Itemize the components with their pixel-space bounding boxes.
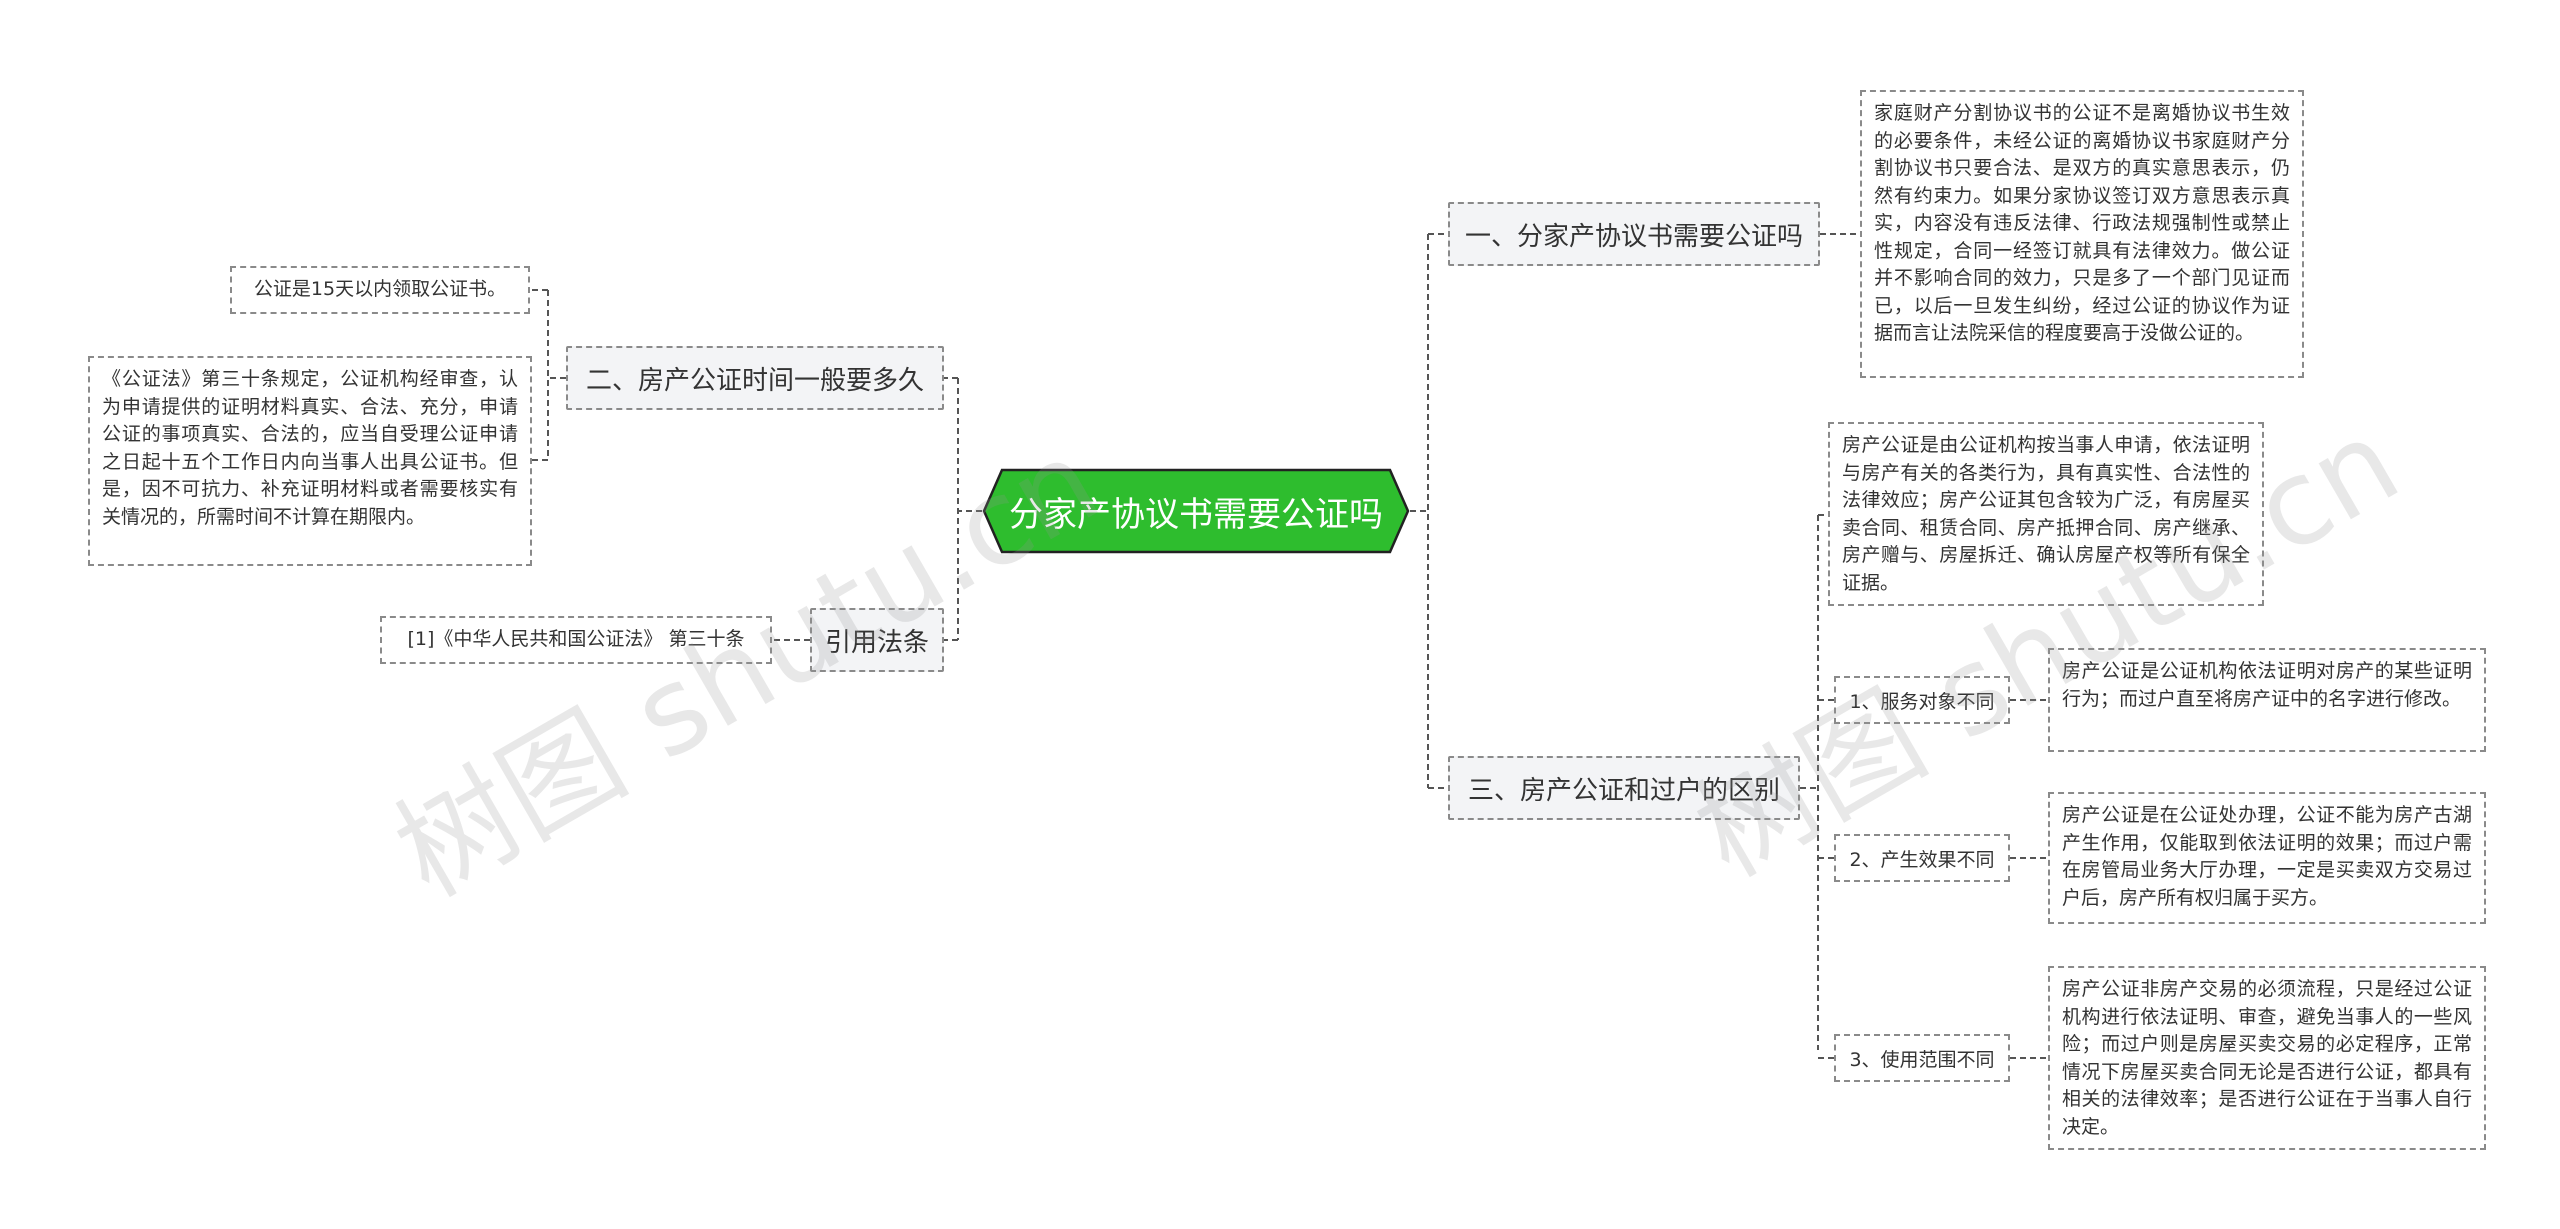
central-topic[interactable]: 分家产协议书需要公证吗 — [982, 468, 1410, 554]
leaf-scope-detail[interactable]: 房产公证非房产交易的必须流程，只是经过公证机构进行依法证明、审查，避免当事人的一… — [2048, 966, 2486, 1150]
leaf-duration-15-days[interactable]: 公证是15天以内领取公证书。 — [230, 266, 530, 314]
leaf-text: 房产公证是在公证处办理，公证不能为房产古湖产生作用，仅能取到依法证明的效果；而过… — [2062, 804, 2472, 909]
leaf-text: 房产公证是公证机构依法证明对房产的某些证明行为；而过户直至将房产证中的名字进行修… — [2062, 660, 2472, 710]
leaf-notarization-intro[interactable]: 房产公证是由公证机构按当事人申请，依法证明与房产有关的各类行为，具有真实性、合法… — [1828, 422, 2264, 606]
leaf-text: 家庭财产分割协议书的公证不是离婚协议书生效的必要条件，未经公证的离婚协议书家庭财… — [1874, 102, 2290, 344]
branch-topic-cited-law[interactable]: 引用法条 — [810, 608, 944, 672]
leaf-text: 房产公证是由公证机构按当事人申请，依法证明与房产有关的各类行为，具有真实性、合法… — [1842, 434, 2250, 594]
branch-topic-label: 一、分家产协议书需要公证吗 — [1464, 221, 1803, 252]
leaf-text: 公证是15天以内领取公证书。 — [253, 278, 507, 301]
subtopic-service-object[interactable]: 1、服务对象不同 — [1834, 676, 2010, 724]
subtopic-label: 1、服务对象不同 — [1849, 690, 1995, 713]
leaf-cited-law-reference[interactable]: [1]《中华人民共和国公证法》 第三十条 — [380, 616, 772, 664]
branch-topic-label: 三、房产公证和过户的区别 — [1467, 775, 1780, 806]
central-hexagon-shape — [982, 468, 1410, 554]
leaf-text: [1]《中华人民共和国公证法》 第三十条 — [407, 628, 745, 651]
leaf-effect-detail[interactable]: 房产公证是在公证处办理，公证不能为房产古湖产生作用，仅能取到依法证明的效果；而过… — [2048, 792, 2486, 924]
branch-topic-label: 引用法条 — [824, 627, 929, 658]
subtopic-effect[interactable]: 2、产生效果不同 — [1834, 834, 2010, 882]
subtopic-label: 3、使用范围不同 — [1849, 1048, 1995, 1071]
leaf-text: 《公证法》第三十条规定，公证机构经审查，认为申请提供的证明材料真实、合法、充分，… — [102, 368, 518, 528]
subtopic-label: 2、产生效果不同 — [1849, 848, 1995, 871]
leaf-service-object-detail[interactable]: 房产公证是公证机构依法证明对房产的某些证明行为；而过户直至将房产证中的名字进行修… — [2048, 648, 2486, 752]
leaf-text: 房产公证非房产交易的必须流程，只是经过公证机构进行依法证明、审查，避免当事人的一… — [2062, 978, 2472, 1138]
leaf-notary-law-article-30[interactable]: 《公证法》第三十条规定，公证机构经审查，认为申请提供的证明材料真实、合法、充分，… — [88, 356, 532, 566]
leaf-need-notarization-detail[interactable]: 家庭财产分割协议书的公证不是离婚协议书生效的必要条件，未经公证的离婚协议书家庭财… — [1860, 90, 2304, 378]
central-topic-label: 分家产协议书需要公证吗 — [1009, 494, 1383, 535]
subtopic-scope[interactable]: 3、使用范围不同 — [1834, 1034, 2010, 1082]
branch-topic-notarization-vs-transfer[interactable]: 三、房产公证和过户的区别 — [1448, 756, 1800, 820]
branch-topic-label: 二、房产公证时间一般要多久 — [585, 365, 924, 396]
branch-topic-need-notarization[interactable]: 一、分家产协议书需要公证吗 — [1448, 202, 1820, 266]
branch-topic-notarization-duration[interactable]: 二、房产公证时间一般要多久 — [566, 346, 944, 410]
